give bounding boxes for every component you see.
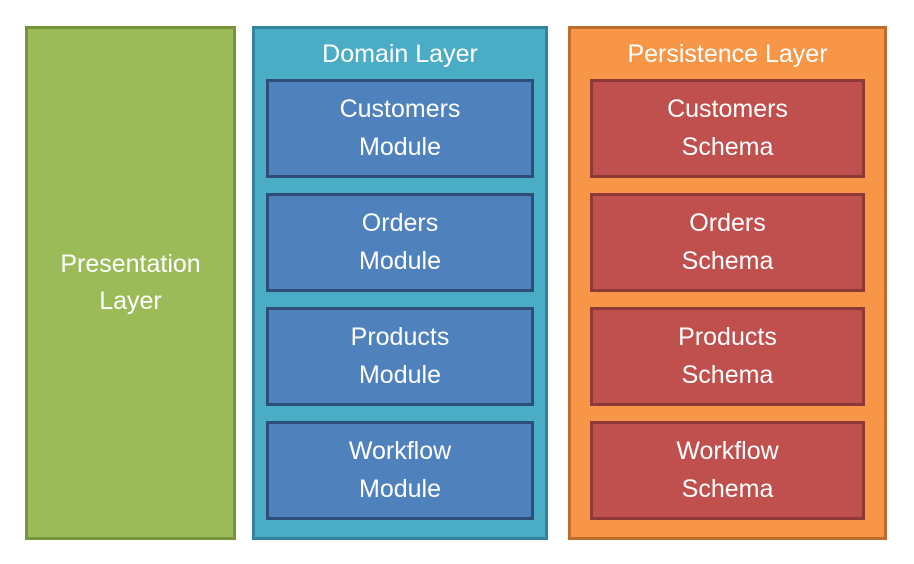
schema-label: Products Schema	[678, 323, 777, 389]
module-label: Workflow Module	[348, 437, 452, 503]
presentation-layer-title: Presentation Layer	[60, 249, 201, 316]
schema-box-customers: Customers Schema	[590, 79, 865, 178]
module-box-orders: Orders Module	[266, 193, 534, 292]
schema-label: Customers Schema	[667, 95, 788, 161]
persistence-layer-title: Persistence Layer	[627, 39, 828, 68]
module-label: Customers Module	[339, 95, 461, 161]
module-box-products: Products Module	[266, 307, 534, 406]
schema-box-workflow: Workflow Schema	[590, 421, 865, 520]
domain-layer-title: Domain Layer	[322, 39, 478, 68]
schema-box-products: Products Schema	[590, 307, 865, 406]
panel-presentation-layer: Presentation Layer	[25, 26, 236, 540]
schema-label: Orders Schema	[681, 209, 774, 275]
schema-label: Workflow Schema	[676, 437, 779, 503]
module-box-customers: Customers Module	[266, 79, 534, 178]
module-box-workflow: Workflow Module	[266, 421, 534, 520]
module-label: Products Module	[350, 323, 450, 389]
module-label: Orders Module	[359, 209, 441, 275]
panel-persistence-layer: Persistence Layer Customers Schema Order…	[568, 26, 887, 540]
panel-domain-layer: Domain Layer Customers Module Orders Mod…	[252, 26, 548, 540]
schema-box-orders: Orders Schema	[590, 193, 865, 292]
